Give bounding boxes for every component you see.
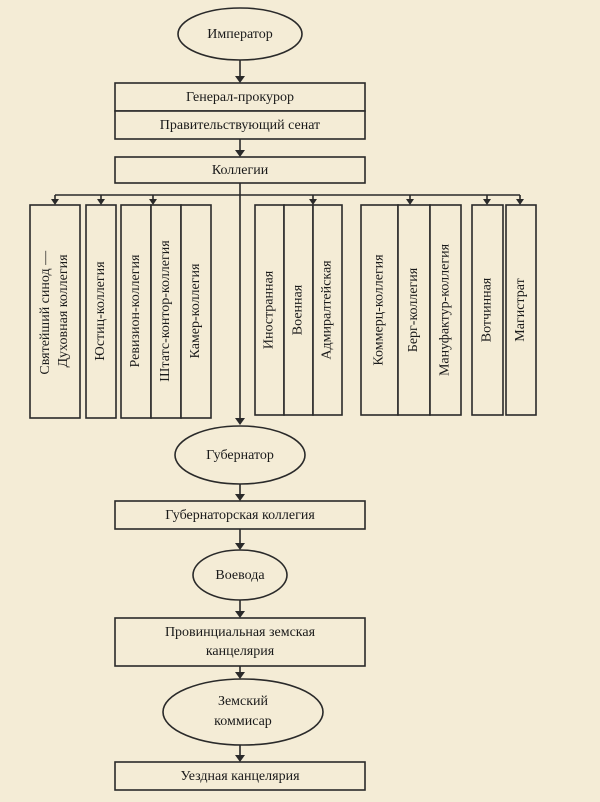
collegia-group-finance: Ревизион-коллегия Штатс-контор-коллегия … <box>120 204 212 419</box>
commissar-label-line1: Земский <box>218 694 269 709</box>
collegium-box <box>471 204 504 416</box>
collegium-label: Ревизион-коллегия <box>128 254 143 367</box>
collegia-group-magistrate: Магистрат <box>505 204 537 416</box>
provincial-label-line2: канцелярия <box>206 644 275 659</box>
collegium-box <box>180 204 212 419</box>
collegium-box <box>29 204 81 419</box>
collegium-label: Вотчинная <box>480 277 495 342</box>
collegium-box <box>120 204 152 419</box>
collegium-box <box>505 204 537 416</box>
collegia-group-state: Иностранная Военная Адмиралтейская <box>254 204 343 416</box>
arrow <box>235 76 245 83</box>
collegium-label: Коммерц-коллегия <box>372 254 387 366</box>
collegium-label: Адмиралтейская <box>320 260 335 360</box>
uezd-box <box>114 761 366 791</box>
collegium-box <box>283 204 314 416</box>
collegium-label: Берг-коллегия <box>406 267 421 352</box>
governor-collegium-box <box>114 500 366 530</box>
collegium-box <box>429 204 462 416</box>
collegia-box <box>114 156 366 184</box>
collegium-label: Мануфактур-коллегия <box>438 243 453 376</box>
governor-label: Губернатор <box>206 448 274 463</box>
collegia-label: Коллегии <box>212 163 269 178</box>
arrow <box>235 611 245 618</box>
provincial-label-line1: Провинциальная земская <box>165 625 316 640</box>
uezd-label: Уездная канцелярия <box>180 769 300 784</box>
procurator-box <box>114 82 366 112</box>
collegia-group-estate: Вотчинная <box>471 204 504 416</box>
commissar-label-line2: коммисар <box>214 714 272 729</box>
collegium-label: Камер-коллегия <box>188 263 203 358</box>
voevoda-label: Воевода <box>215 568 265 583</box>
senate-label: Правительствующий сенат <box>160 118 320 133</box>
collegium-label: Иностранная <box>262 270 277 349</box>
collegium-box <box>360 204 399 416</box>
group-drop-arrows <box>51 195 524 205</box>
collegia-group-trade: Коммерц-коллегия Берг-коллегия Мануфакту… <box>360 204 462 416</box>
arrow <box>235 418 245 425</box>
procurator-label: Генерал-прокурор <box>186 90 294 105</box>
collegium-label: Военная <box>291 284 306 335</box>
collegia-group-spiritual: Святейший синод — Духовная коллегия <box>29 204 81 419</box>
collegium-label: Штатс-контор-коллегия <box>158 240 173 382</box>
collegia-group-justice: Юстиц-коллегия <box>85 204 117 419</box>
collegium-box <box>397 204 431 416</box>
arrow <box>235 755 245 762</box>
collegium-box <box>312 204 343 416</box>
collegium-label: Святейший синод — Духовная коллегия <box>38 247 71 374</box>
arrow <box>235 150 245 157</box>
governor-collegium-label: Губернаторская коллегия <box>165 508 315 523</box>
collegium-label: Магистрат <box>513 278 528 341</box>
collegium-box <box>85 204 117 419</box>
commissar-node <box>162 678 324 746</box>
collegium-label: Юстиц-коллегия <box>93 261 108 361</box>
collegium-box <box>254 204 285 416</box>
arrow <box>235 543 245 550</box>
provincial-box <box>114 617 366 667</box>
arrow <box>235 494 245 501</box>
emperor-label: Император <box>207 27 272 42</box>
arrow <box>235 672 245 679</box>
